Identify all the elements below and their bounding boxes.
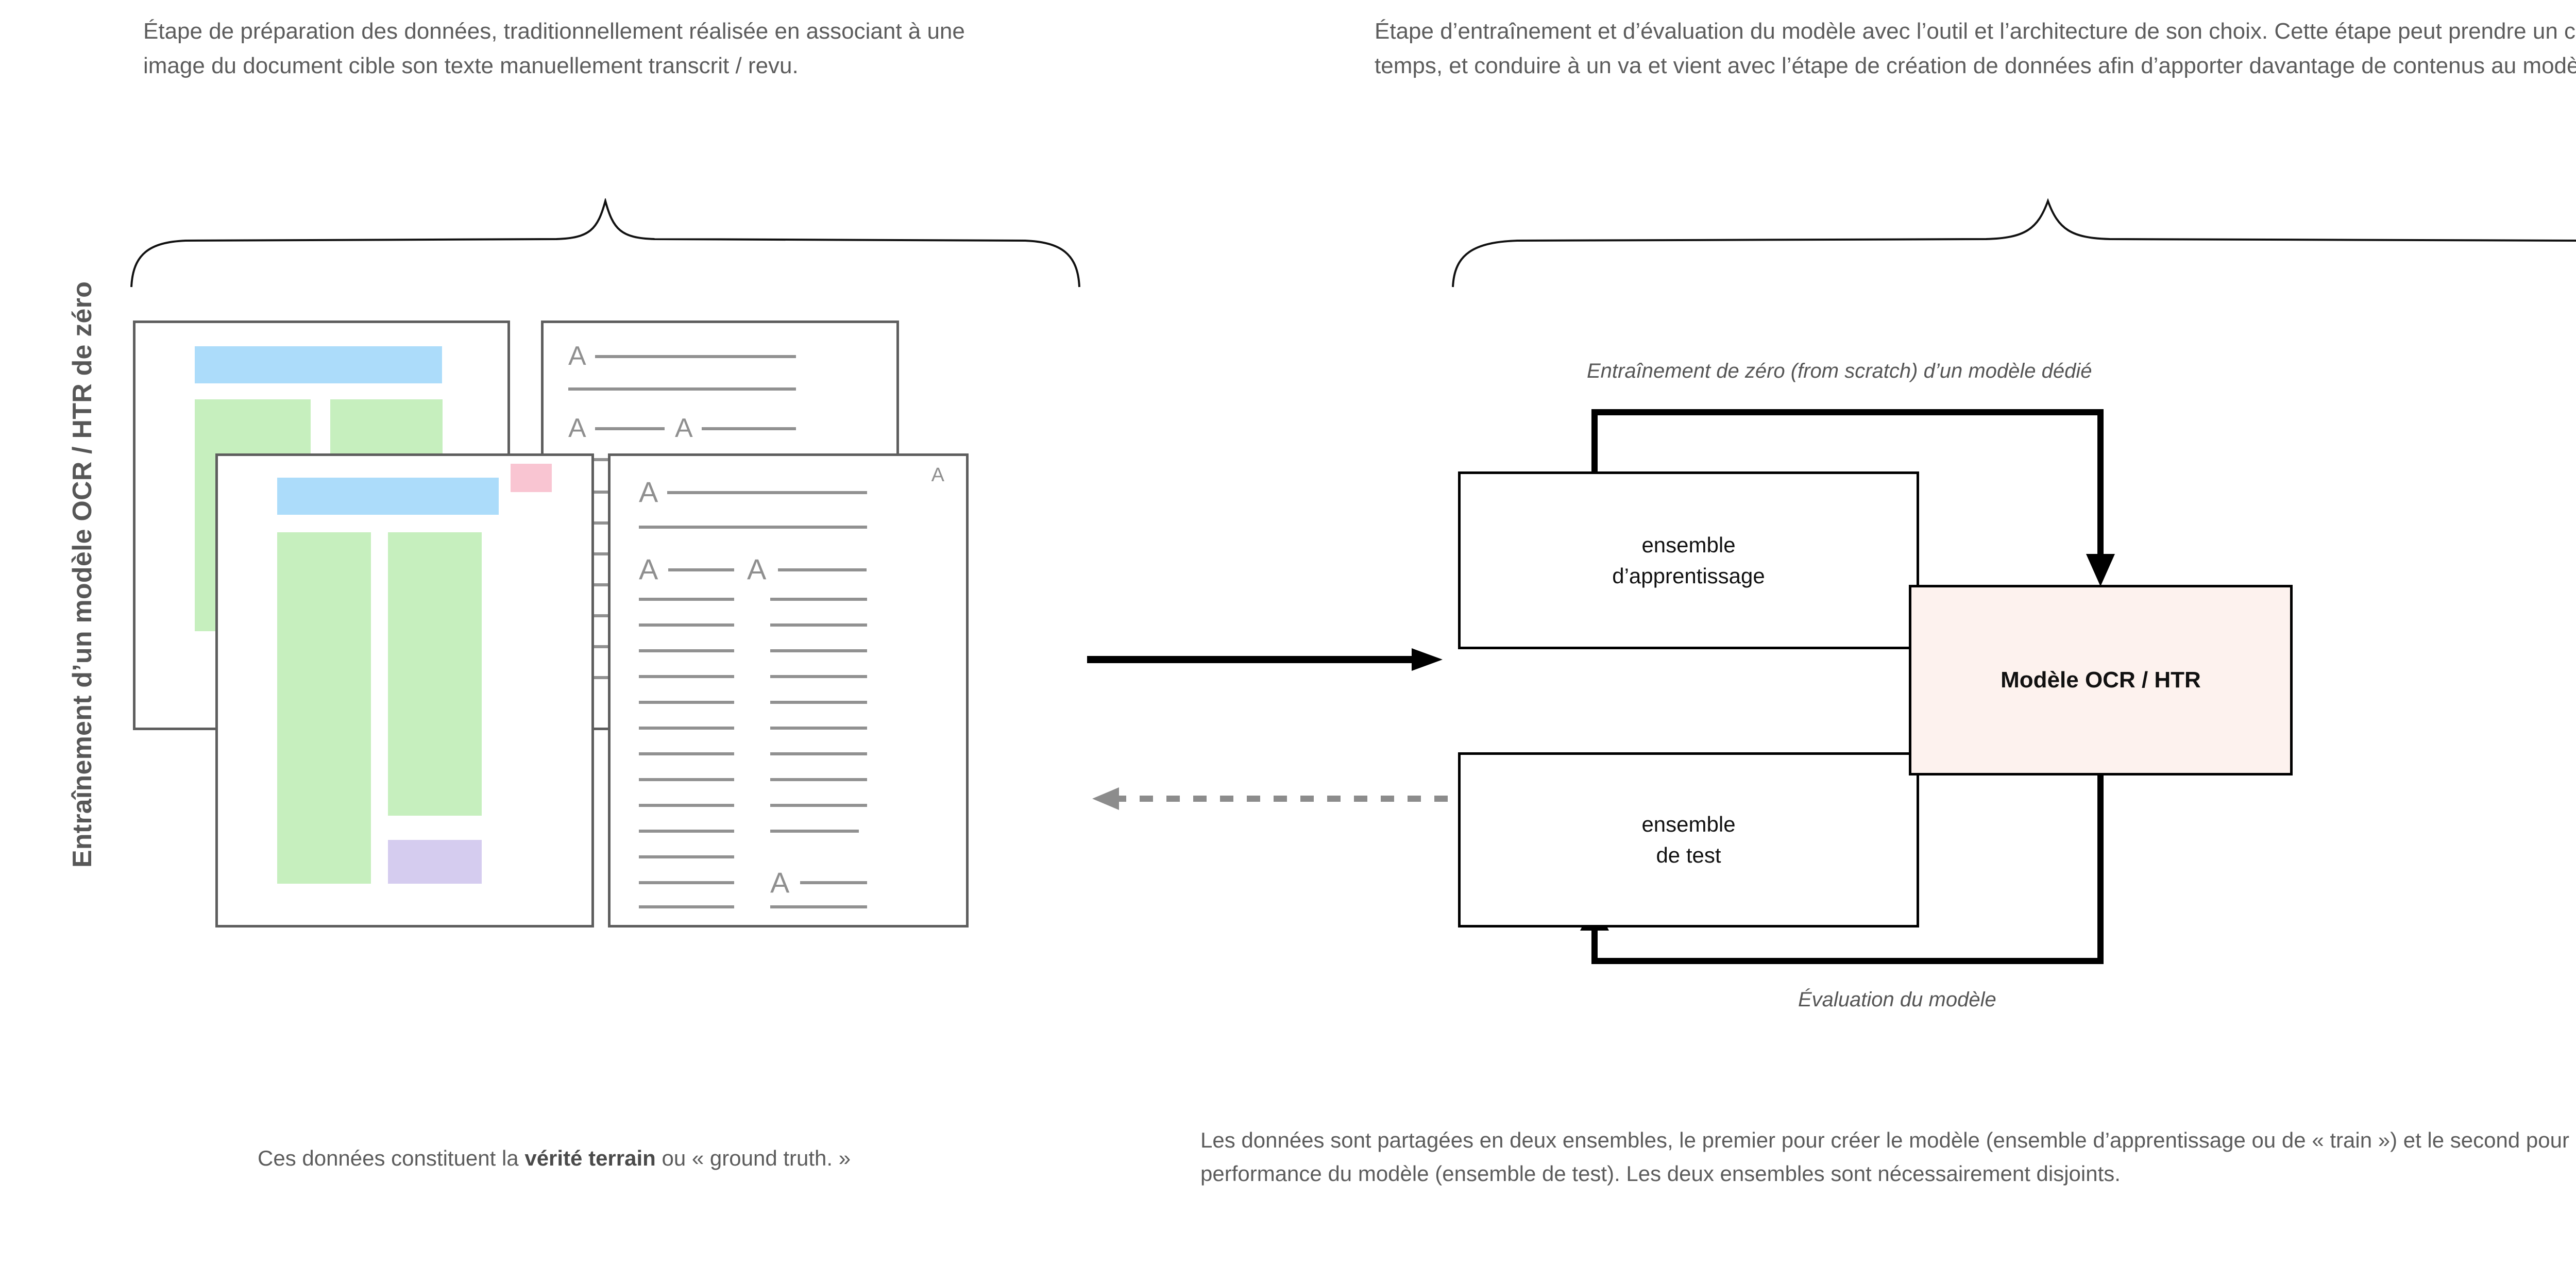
transcription-line bbox=[639, 623, 734, 627]
layout-block-marginal bbox=[511, 464, 552, 492]
flowchart-label-bottom: Évaluation du modèle bbox=[1798, 988, 1996, 1011]
flowchart-label-top: Entraînement de zéro (from scratch) d’un… bbox=[1587, 360, 2092, 382]
box-training-set[interactable]: ensemble d’apprentissage bbox=[1458, 471, 1919, 649]
transcription-line bbox=[639, 778, 734, 781]
brace-left bbox=[130, 198, 1080, 288]
transcription-line bbox=[667, 491, 867, 494]
transcription-line bbox=[639, 855, 734, 858]
note-data-preparation: Étape de préparation des données, tradit… bbox=[143, 19, 965, 78]
transcription-line bbox=[595, 427, 665, 430]
transcription-line bbox=[639, 752, 734, 755]
transcription-line bbox=[770, 701, 867, 704]
brace-center bbox=[1452, 198, 2576, 288]
transcription-glyph-a: A bbox=[568, 413, 586, 443]
layout-block-footer bbox=[388, 840, 482, 884]
layout-document-card-front bbox=[215, 453, 594, 927]
caption-left-part2: ou « ground truth. » bbox=[655, 1146, 851, 1170]
transcription-line bbox=[639, 649, 734, 652]
transcription-line bbox=[639, 598, 734, 601]
caption-left-part1: Ces données constituent la bbox=[258, 1146, 525, 1170]
transcription-line bbox=[639, 727, 734, 730]
transcription-glyph-a: A bbox=[639, 553, 658, 585]
caption-train-test-split: Les données sont partagées en deux ensem… bbox=[1200, 1128, 2576, 1186]
document-stack-ground-truth: A A A A A A A bbox=[129, 289, 1072, 958]
transcription-line bbox=[568, 387, 796, 391]
transcription-line bbox=[639, 881, 734, 884]
transcription-glyph-a: A bbox=[639, 476, 658, 508]
transcription-glyph-a: A bbox=[568, 341, 586, 371]
transcription-line bbox=[595, 355, 796, 358]
note-training-evaluation: Étape d’entraînement et d’évaluation du … bbox=[1375, 19, 2576, 78]
layout-block-col-left bbox=[277, 532, 371, 884]
transcription-line bbox=[770, 804, 867, 807]
transcription-line bbox=[668, 568, 734, 571]
transcription-line bbox=[770, 905, 867, 908]
transcription-line bbox=[770, 623, 867, 627]
transcription-glyph-a-corner: A bbox=[931, 464, 944, 486]
transcription-line bbox=[778, 568, 867, 571]
transcription-line bbox=[639, 804, 734, 807]
transcription-line bbox=[770, 598, 867, 601]
layout-block-col-b bbox=[330, 399, 443, 457]
transcription-line bbox=[639, 701, 734, 704]
transcription-line bbox=[770, 649, 867, 652]
box-test-set-line1: ensemble bbox=[1641, 812, 1736, 837]
transcription-line bbox=[770, 752, 867, 755]
transcription-line bbox=[770, 675, 867, 678]
layout-block-title bbox=[277, 478, 499, 515]
transcription-glyph-a: A bbox=[770, 866, 790, 899]
training-flowchart: Entraînement de zéro (from scratch) d’un… bbox=[1453, 340, 2576, 1031]
transcription-line bbox=[770, 727, 867, 730]
transcription-glyph-a: A bbox=[675, 413, 693, 443]
layout-block-col-right bbox=[388, 532, 482, 816]
transcription-line bbox=[770, 830, 859, 833]
layout-block-title bbox=[195, 346, 442, 383]
transcription-line bbox=[800, 881, 867, 884]
box-training-set-line2: d’apprentissage bbox=[1612, 563, 1765, 588]
box-test-set[interactable]: ensemble de test bbox=[1458, 752, 1919, 927]
figure-vertical-title: Entraînement d’un modèle OCR / HTR de zé… bbox=[67, 281, 97, 868]
box-training-set-line1: ensemble bbox=[1641, 532, 1736, 557]
caption-ground-truth: Ces données constituent la vérité terrai… bbox=[258, 1141, 979, 1175]
transcription-line bbox=[639, 675, 734, 678]
arrow-training-back-to-data bbox=[1092, 787, 1448, 810]
box-ocr-htr-model[interactable]: Modèle OCR / HTR bbox=[1909, 585, 2293, 775]
arrow-data-to-training bbox=[1087, 648, 1443, 671]
transcription-line bbox=[639, 905, 734, 908]
caption-left-bold: vérité terrain bbox=[524, 1146, 656, 1170]
transcription-line bbox=[639, 526, 867, 529]
box-ocr-htr-model-label: Modèle OCR / HTR bbox=[2001, 667, 2201, 693]
transcription-line bbox=[639, 830, 734, 833]
transcription-line bbox=[702, 427, 796, 430]
transcription-document-card-front: A A A A A bbox=[608, 453, 969, 927]
transcription-line bbox=[770, 778, 867, 781]
transcription-glyph-a: A bbox=[747, 553, 767, 585]
box-test-set-line2: de test bbox=[1656, 843, 1721, 867]
